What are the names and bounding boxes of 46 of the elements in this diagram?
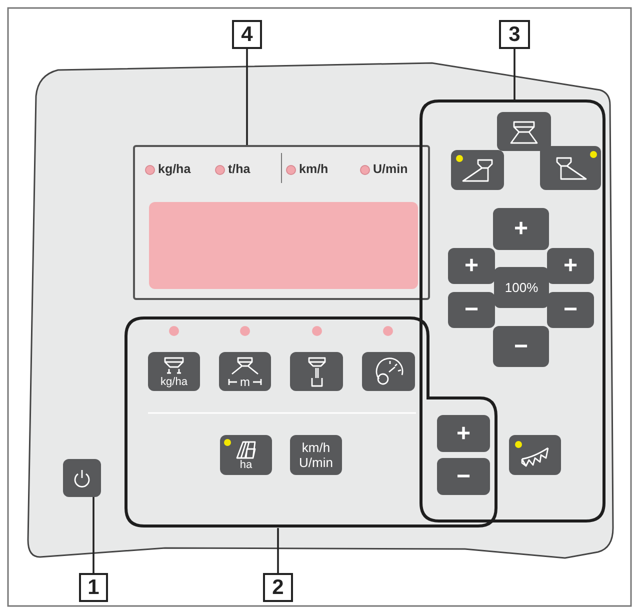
unit-label: t/ha (228, 162, 250, 176)
button-symbol: + (563, 254, 578, 278)
callout-number: 4 (232, 20, 262, 49)
icon-button (451, 150, 504, 190)
button-symbol: + (514, 217, 528, 241)
callout-number: 3 (499, 20, 530, 49)
button-symbol: − (514, 334, 528, 358)
unit-label: kg/ha (158, 162, 191, 176)
leader-line (277, 528, 279, 573)
unit-label: km/h (299, 162, 328, 176)
callout-number: 1 (79, 573, 108, 602)
icon-button (540, 146, 601, 190)
key-button (448, 292, 495, 328)
key-button (290, 435, 342, 475)
key-button (220, 435, 272, 475)
display-panel (133, 145, 430, 300)
button-symbol: − (464, 298, 478, 322)
icon-button (362, 352, 415, 391)
key-button (437, 458, 490, 495)
icon-button (497, 112, 551, 151)
icon-button (290, 352, 343, 391)
button-symbol: + (456, 422, 470, 446)
key-button (219, 352, 271, 391)
button-symbol: − (563, 298, 578, 322)
callout-number: 2 (263, 573, 293, 602)
key-button (547, 292, 594, 328)
button-label: 100% (504, 280, 538, 295)
button-label: kg/ha (160, 376, 188, 388)
key-button (547, 248, 594, 284)
unit-label: U/min (373, 162, 408, 176)
leader-line (514, 49, 516, 100)
icon-button (509, 435, 561, 475)
button-symbol: − (456, 464, 470, 488)
leader-line (92, 497, 94, 573)
key-button (148, 352, 200, 391)
leader-line (246, 49, 248, 145)
key-button (448, 248, 495, 284)
button-symbol: + (464, 254, 478, 278)
button-label: ha (240, 459, 252, 471)
display-screen (149, 202, 418, 289)
button-label: km/h U/min (298, 440, 334, 470)
key-button (493, 326, 549, 367)
icon-button (63, 459, 101, 497)
key-button (437, 415, 490, 452)
key-button (493, 208, 549, 250)
button-label: m (240, 376, 250, 388)
